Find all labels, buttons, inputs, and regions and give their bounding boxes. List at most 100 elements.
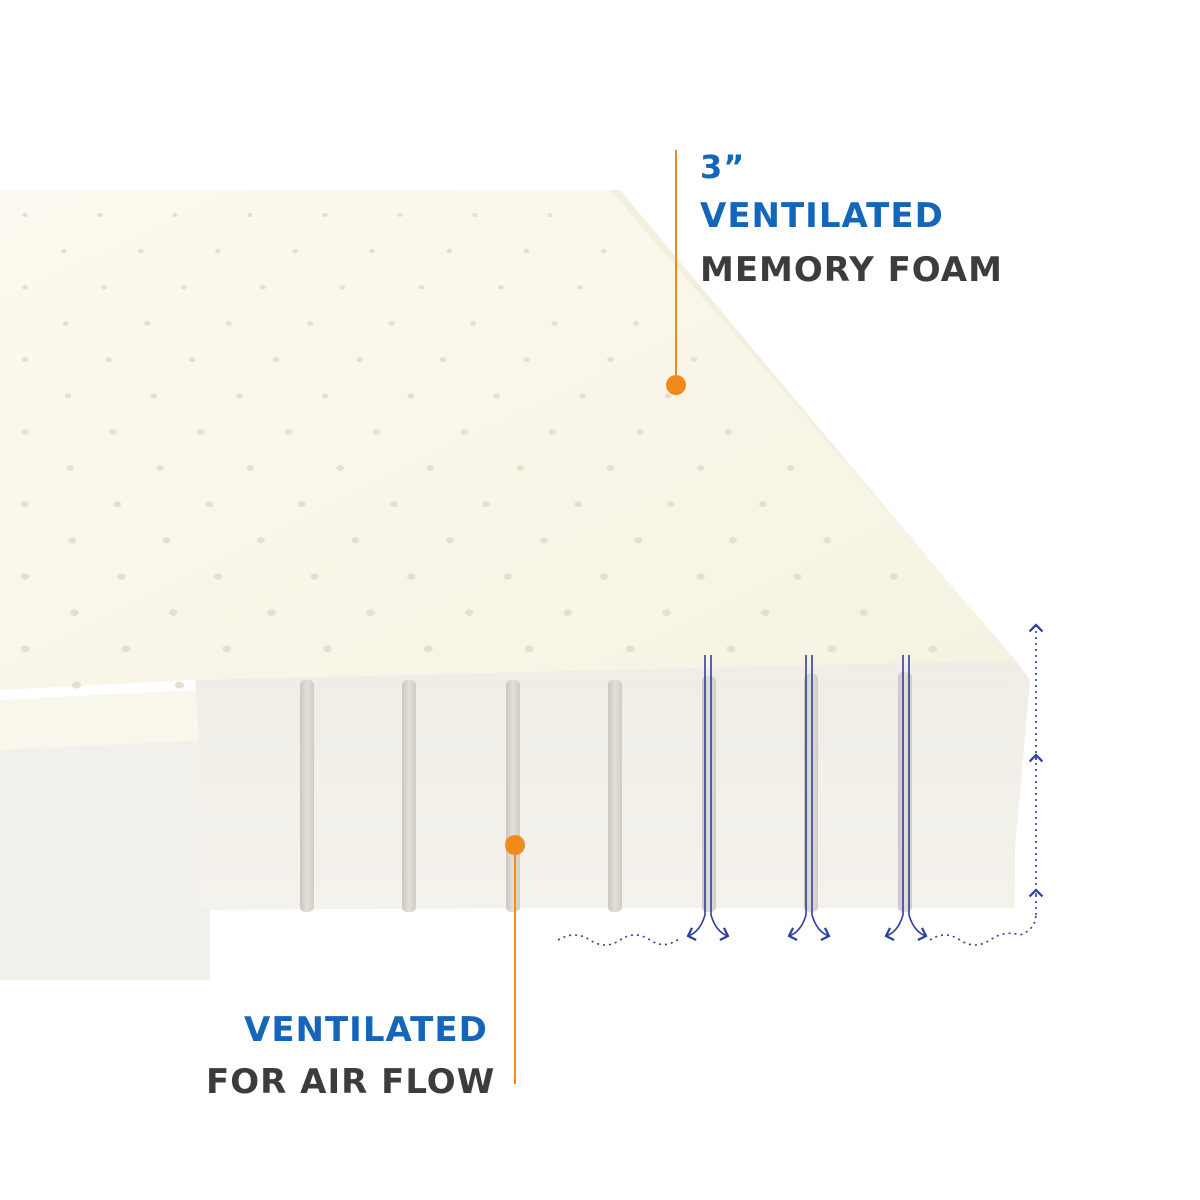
airflow-down-arrow-icon [811, 914, 831, 942]
perforation-hole [162, 537, 171, 544]
perforation-hole [321, 393, 329, 399]
foam-top-surface [0, 190, 1030, 690]
perforation-hole [690, 357, 698, 363]
perforation-hole [121, 645, 131, 653]
perforation-hole [793, 573, 802, 580]
perforation-hole [563, 609, 573, 616]
perforation-hole [113, 501, 122, 508]
perforation-hole [174, 681, 185, 689]
perforation-hole [285, 429, 293, 435]
bottom-callout-title: VENTILATED [244, 1010, 488, 1050]
perforation-hole [322, 213, 328, 217]
perforation-hole [66, 465, 74, 471]
top-callout-subtitle: MEMORY FOAM [700, 250, 1003, 290]
air-channel-slot [506, 680, 520, 912]
perforation-hole [547, 213, 553, 217]
perforation-hole [551, 321, 558, 326]
perforation-hole [20, 573, 30, 580]
foam-side-face [195, 660, 1030, 912]
perforation-hole [497, 285, 504, 290]
perforation-hole [666, 501, 675, 508]
perforation-hole [68, 537, 77, 544]
airflow-down-arrow-icon [686, 914, 706, 942]
air-channel-slot [804, 674, 818, 912]
perforation-hole [117, 573, 126, 580]
perforation-hole [606, 465, 615, 471]
perforation-hole [388, 321, 395, 326]
perforation-hole [369, 249, 375, 254]
perforation-hole [205, 501, 214, 508]
perforation-hole [928, 645, 938, 653]
perforation-hole [70, 609, 79, 616]
perforation-hole [71, 681, 82, 689]
perforation-hole [62, 321, 69, 326]
perforation-hole [827, 645, 837, 653]
perforation-hole [109, 429, 117, 435]
perforation-hole [726, 645, 736, 653]
perforation-hole [407, 573, 416, 580]
perforation-hole [189, 357, 196, 363]
perforation-hole [728, 537, 737, 544]
perforation-hole [461, 429, 469, 435]
perforation-hole [493, 393, 501, 399]
perforation-hole [696, 573, 705, 580]
perforation-hole [260, 285, 266, 290]
perforation-hole [297, 501, 306, 508]
perforation-hole [446, 249, 453, 254]
perforation-hole [236, 393, 243, 399]
perforation-hole [662, 609, 671, 616]
perforation-hole [759, 501, 767, 508]
perforation-hole [246, 465, 254, 471]
perforation-hole [180, 285, 187, 290]
perforation-hole [336, 465, 344, 471]
perforation-hole [307, 321, 314, 326]
perforation-hole [21, 357, 29, 363]
perforation-hole [247, 213, 253, 217]
perforation-hole [310, 573, 319, 580]
perforation-hole [105, 357, 112, 363]
perforation-hole [632, 321, 640, 326]
air-channel-slot [300, 680, 314, 912]
perforation-hole [22, 213, 28, 217]
perforation-hole [445, 537, 454, 544]
perforation-hole [636, 429, 644, 435]
perforation-hole [472, 213, 478, 217]
perforation-hole [101, 285, 108, 290]
perforation-hole [579, 393, 586, 399]
perforation-hole [64, 393, 72, 399]
perforation-hole [137, 249, 144, 254]
perforation-hole [724, 429, 732, 435]
airflow-down-arrow-icon [908, 914, 928, 942]
perforation-hole [21, 429, 29, 435]
perforation-hole [215, 249, 221, 254]
perforation-hole [577, 285, 584, 290]
perforation-hole [272, 357, 280, 363]
perforation-hole [21, 501, 29, 508]
lower-foam-block [0, 690, 210, 980]
perforation-hole [366, 609, 375, 616]
perforation-hole [339, 285, 346, 290]
perforation-hole [523, 357, 530, 363]
perforation-hole [607, 357, 614, 363]
perforation-hole [524, 645, 534, 653]
perforation-hole [222, 645, 232, 653]
air-channel-slot [402, 680, 416, 912]
perforation-hole [574, 501, 583, 508]
perforation-hole [197, 429, 205, 435]
perforation-hole [20, 645, 30, 653]
top-callout-title: VENTILATED [700, 196, 944, 236]
perforation-hole [97, 213, 103, 217]
perforation-hole [150, 393, 158, 399]
airflow-channels [686, 655, 928, 942]
perforation-hole [760, 609, 770, 616]
perforation-hole [407, 393, 415, 399]
perforation-hole [257, 537, 265, 544]
perforation-hole [664, 393, 672, 399]
perforation-hole [356, 357, 363, 363]
perforation-hole [323, 645, 332, 653]
perforation-hole [351, 537, 360, 544]
top-callout-pointer [666, 150, 686, 395]
perforation-hole [696, 465, 705, 471]
perforation-hole [213, 573, 223, 580]
perforation-hole [516, 465, 525, 471]
